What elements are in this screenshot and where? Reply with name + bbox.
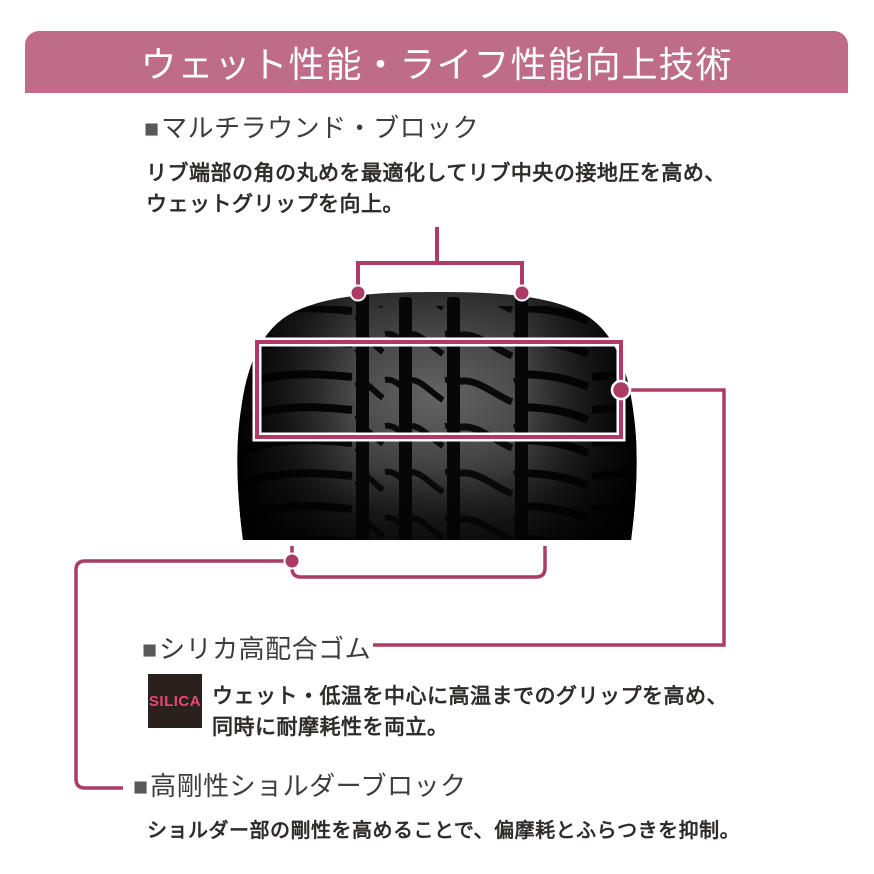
bracket-top-line xyxy=(356,227,524,293)
heading-square-marker: ■ xyxy=(144,115,160,143)
shoulder-bracket-line xyxy=(74,546,547,790)
section-multi-round-body: リブ端部の角の丸めを最適化してリブ中央の接地圧を高め、 ウェットグリップを向上。 xyxy=(146,158,726,220)
silica-badge-label: SILICA xyxy=(148,692,202,710)
callout-dot-bottom xyxy=(283,552,301,570)
callout-dot-focus-rect xyxy=(610,379,632,401)
section-multi-round-heading: ■ マルチラウンド・ブロック xyxy=(144,114,480,144)
tire-illustration xyxy=(237,292,637,540)
header-banner: ウェット性能・ライフ性能向上技術 xyxy=(25,31,848,93)
section-silica-body: ウェット・低温を中心に高温までのグリップを高め、 同時に耐摩耗性を両立。 xyxy=(212,681,728,743)
heading-square-marker: ■ xyxy=(142,636,158,664)
body-line: ショルダー部の剛性を高めることで、偏摩耗とふらつきを抑制。 xyxy=(147,820,741,842)
tire-shading-bottom xyxy=(237,468,637,540)
body-line: 同時に耐摩耗性を両立。 xyxy=(212,716,449,739)
section-heading-text: 高剛性ショルダーブロック xyxy=(150,772,467,801)
section-shoulder-body: ショルダー部の剛性を高めることで、偏摩耗とふらつきを抑制。 xyxy=(147,816,740,847)
silica-badge: SILICA xyxy=(148,674,202,728)
section-shoulder-heading: ■ 高剛性ショルダーブロック xyxy=(133,772,467,802)
annotation-multi-round xyxy=(349,227,531,302)
section-silica-heading: ■ シリカ高配合ゴム xyxy=(142,635,372,665)
heading-square-marker: ■ xyxy=(133,773,149,801)
section-heading-text: シリカ高配合ゴム xyxy=(159,635,372,664)
silica-connector-line xyxy=(373,388,726,647)
tire-tread-detail xyxy=(237,292,637,540)
banner-title: ウェット性能・ライフ性能向上技術 xyxy=(140,45,733,85)
callout-dot-top-left xyxy=(349,284,367,302)
body-line: リブ端部の角の丸めを最適化してリブ中央の接地圧を高め、 xyxy=(146,162,726,185)
section-heading-text: マルチラウンド・ブロック xyxy=(161,114,480,143)
annotation-shoulder xyxy=(74,546,547,790)
body-line: ウェットグリップを向上。 xyxy=(146,193,404,216)
body-line: ウェット・低温を中心に高温までのグリップを高め、 xyxy=(212,685,728,708)
annotation-silica xyxy=(252,337,726,647)
callout-dot-top-right xyxy=(513,284,531,302)
